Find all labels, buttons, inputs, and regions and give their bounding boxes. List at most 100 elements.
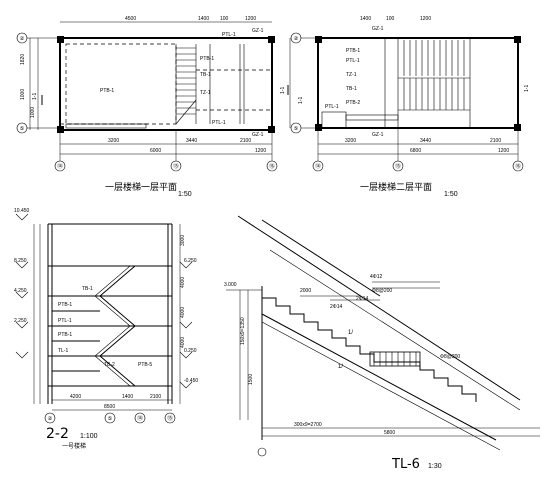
plan1-dim: 1400	[198, 16, 209, 22]
section22-dim: 4000	[180, 337, 186, 348]
tl-elev: 3.000	[224, 282, 237, 288]
plan1-dim: 1000	[20, 89, 26, 100]
plan2-dim: 3440	[420, 138, 431, 144]
plan1-column	[57, 126, 64, 133]
plan1-dim: 1200	[255, 148, 266, 154]
section22-label: PTL-1	[58, 318, 72, 324]
section22-dim: 4000	[180, 307, 186, 318]
plan1-dim: 3200	[108, 138, 119, 144]
plan2-axis-label: ⑮	[395, 162, 401, 170]
plan2-axis-label: ②	[294, 35, 299, 42]
plan1-dim: 4500	[125, 16, 136, 22]
plan2-axis-label: ⑭	[315, 162, 321, 170]
tl-dim: 300x9=2700	[294, 422, 322, 428]
plan2-label: GZ-1	[372, 26, 384, 32]
section22-dim: 3000	[180, 235, 186, 246]
plan1-label: TZ-1	[200, 90, 211, 96]
section22-label: PTB-1	[58, 332, 72, 338]
plan2-dim: 3200	[345, 138, 356, 144]
section22-dim: 8500	[104, 404, 115, 410]
plan2-title: 一层楼梯二层平面	[360, 181, 432, 193]
section22-label: TB-1	[82, 286, 93, 292]
plan1-dim: 1820	[20, 54, 26, 65]
section22-label: TL-1	[58, 348, 69, 354]
plan2-section-label: 1-1	[298, 97, 304, 104]
plan2-floor-plan	[289, 32, 524, 172]
tl-dim: 1500	[248, 374, 254, 385]
plan1-dim: 1000	[30, 107, 36, 118]
section22-elev: 0.250	[184, 348, 197, 354]
plan1-section-label: 1-1	[32, 93, 38, 100]
plan2-column	[514, 36, 521, 43]
plan2-column	[514, 124, 521, 131]
plan1-scale: 1:50	[178, 191, 192, 198]
plan1-column	[268, 126, 275, 133]
plan1-dim: 3440	[186, 138, 197, 144]
section22-dim: 4200	[70, 394, 81, 400]
plan1-stair-treads	[175, 44, 245, 125]
plan2-hatch-band	[345, 114, 399, 121]
plan2-dim: 6800	[410, 148, 421, 154]
section22-elev: 4.250	[14, 288, 27, 294]
plan2-stair-treads	[398, 37, 471, 128]
section22-axis: ⑤	[108, 415, 113, 422]
section22-label: PTB-5	[138, 362, 152, 368]
tl-title: TL-6	[391, 457, 420, 472]
plan1-label: PTB-1	[200, 56, 214, 62]
tl-label: 1/	[348, 330, 353, 336]
plan1-axis-label: ⑤	[20, 125, 25, 132]
plan1-label: TB-1	[200, 72, 211, 78]
tl-rebar-box	[369, 351, 421, 367]
tl-dim: 150x9=1350	[240, 317, 246, 345]
plan1-label: PTB-1	[100, 88, 114, 94]
plan2-section-label: 1-1	[524, 85, 530, 92]
section22-axis: ②	[48, 415, 53, 422]
plan2-label: PTB-1	[346, 48, 360, 54]
plan2-column	[315, 124, 322, 131]
tl-label: Φ8@200	[372, 288, 392, 294]
section22-drawing	[15, 213, 193, 424]
plan2-dim: 1200	[498, 148, 509, 154]
section22-elev: 2.250	[14, 318, 27, 324]
section22-elev: 8.250	[14, 258, 27, 264]
plan2-scale: 1:50	[444, 191, 458, 198]
plan1-floor-plan	[16, 21, 289, 172]
plan1-dim: 6000	[150, 148, 161, 154]
section22-dim: 2100	[150, 394, 161, 400]
section22-dim: 4000	[180, 277, 186, 288]
tl-label: 4Φ12	[370, 274, 383, 280]
plan1-dim: 1200	[245, 16, 256, 22]
plan1-label: GZ-1	[252, 132, 264, 138]
tl-label: 2Φ14	[356, 296, 369, 302]
plan2-label: TB-1	[346, 86, 357, 92]
tl-dim: 5800	[384, 430, 395, 436]
plan1-column	[268, 36, 275, 43]
tl-label: 1/	[338, 364, 343, 370]
tl-label: 2000	[300, 288, 311, 294]
section22-label: TB-2	[104, 362, 115, 368]
section22-axis: ⑭	[137, 414, 143, 422]
tl-label: 2Φ14	[330, 304, 343, 310]
plan1-section-label: 1-1	[280, 87, 286, 94]
plan1-hatch-band	[65, 123, 147, 129]
plan1-label: PTL-1	[222, 32, 236, 38]
plan1-title: 一层楼梯一层平面	[105, 181, 177, 193]
plan1-label: PTL-1	[212, 120, 226, 126]
plan2-label: TZ-1	[346, 72, 357, 78]
plan1-column	[57, 36, 64, 43]
plan1-axis-label: ②	[20, 35, 25, 42]
plan2-label: PTL-1	[325, 104, 339, 110]
plan1-axis-label: ⑭	[57, 162, 63, 170]
section22-elev: -0.450	[184, 378, 198, 384]
plan2-dim: 1200	[420, 16, 431, 22]
plan1-axis-label: ⑮	[173, 162, 179, 170]
plan1-dim: 2100	[240, 138, 251, 144]
section22-subtitle: 一号楼梯	[62, 442, 86, 450]
tl-scale: 1:30	[428, 463, 442, 470]
section22-elev: 10.450	[14, 208, 30, 214]
section22-dim: 1400	[122, 394, 133, 400]
plan2-label: PTL-1	[346, 58, 360, 64]
plan1-axis-label: ⑯	[269, 162, 275, 170]
